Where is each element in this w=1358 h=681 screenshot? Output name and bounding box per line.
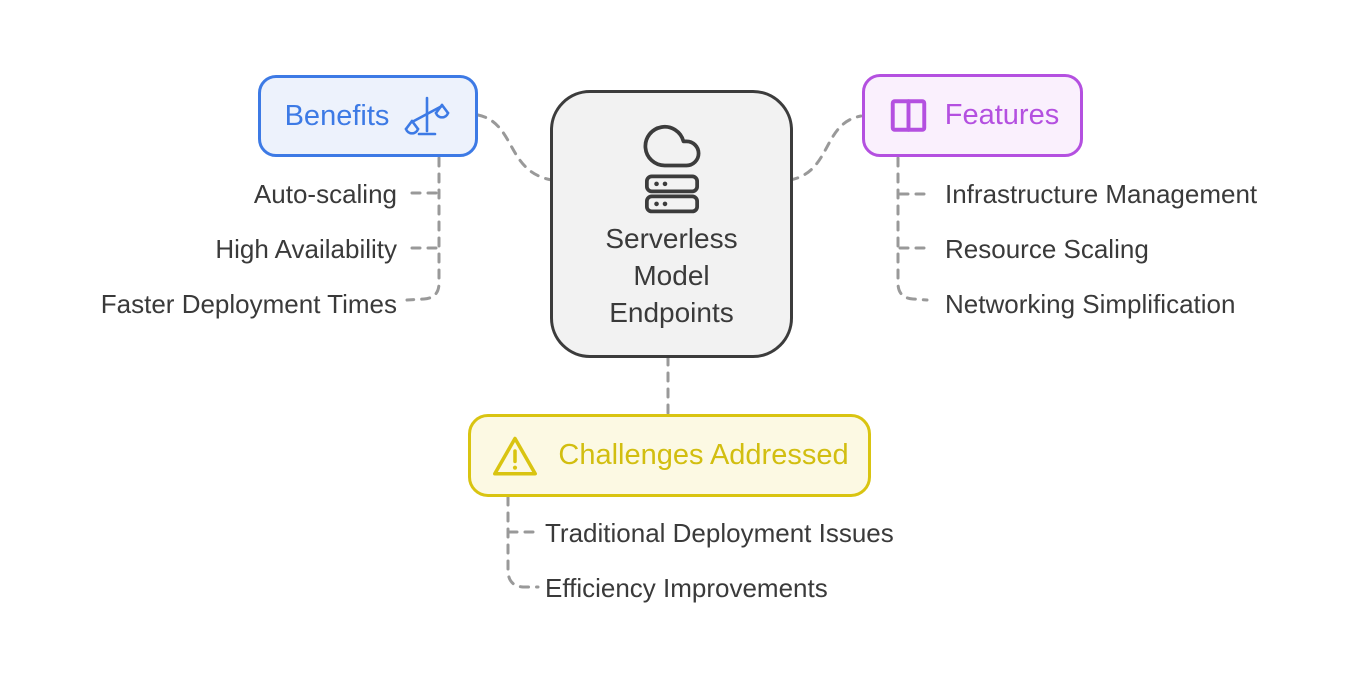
cloud-server-icon bbox=[643, 117, 701, 214]
leaf-efficiency-improvements[interactable]: Efficiency Improvements bbox=[545, 573, 828, 603]
challenges-label: Challenges Addressed bbox=[558, 439, 849, 471]
warning-triangle-icon bbox=[490, 433, 540, 479]
columns-icon bbox=[886, 93, 931, 138]
features-label: Features bbox=[944, 99, 1060, 131]
node-features[interactable]: Features bbox=[862, 74, 1083, 157]
leaf-traditional-deployment-issues[interactable]: Traditional Deployment Issues bbox=[545, 518, 894, 548]
node-benefits[interactable]: Benefits bbox=[258, 75, 478, 157]
leaf-auto-scaling[interactable]: Auto-scaling bbox=[253, 179, 397, 209]
leaf-resource-scaling[interactable]: Resource Scaling bbox=[945, 234, 1149, 264]
leaf-high-availability[interactable]: High Availability bbox=[215, 234, 397, 264]
leaf-faster-deployment-times[interactable]: Faster Deployment Times bbox=[100, 289, 397, 319]
connector-center-to-features bbox=[788, 114, 863, 182]
balance-scale-icon bbox=[403, 93, 451, 139]
node-serverless-model-endpoints[interactable]: Serverless Model Endpoints bbox=[550, 90, 793, 358]
center-node-title: Serverless Model Endpoints bbox=[605, 223, 738, 328]
node-challenges-addressed[interactable]: Challenges Addressed bbox=[468, 414, 871, 497]
connector-benefits-trunk bbox=[405, 156, 441, 302]
connector-center-to-benefits bbox=[476, 113, 554, 182]
leaf-networking-simplification[interactable]: Networking Simplification bbox=[945, 289, 1236, 319]
connector-challenges-trunk bbox=[506, 495, 540, 589]
connector-features-trunk bbox=[896, 156, 929, 302]
leaf-infrastructure-management[interactable]: Infrastructure Management bbox=[945, 179, 1258, 209]
benefits-label: Benefits bbox=[284, 99, 390, 132]
